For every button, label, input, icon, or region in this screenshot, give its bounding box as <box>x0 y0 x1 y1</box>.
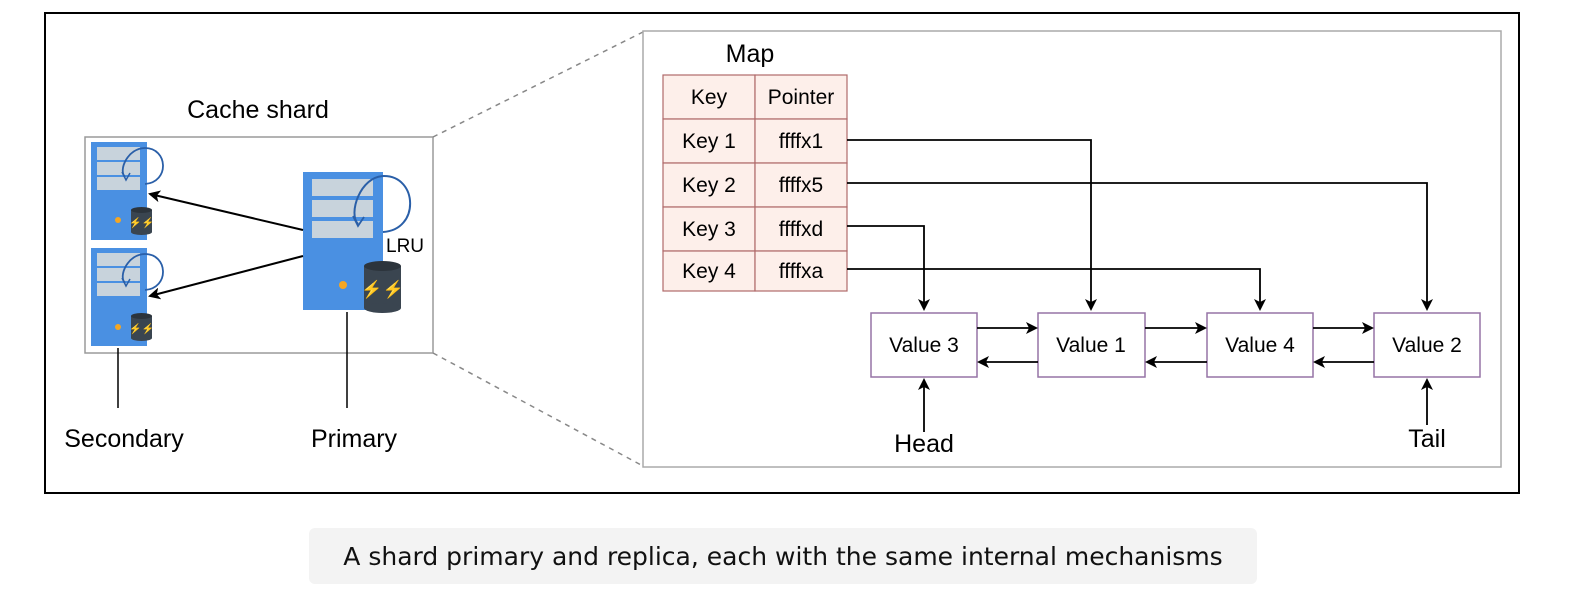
map-row-key: Key 1 <box>682 130 736 153</box>
database-icon: ⚡⚡ <box>129 207 154 235</box>
svg-text:⚡⚡: ⚡⚡ <box>361 279 403 300</box>
list-node-label: Value 4 <box>1225 334 1295 357</box>
map-row-pointer: ffffxd <box>779 218 823 241</box>
diagram-frame <box>44 12 1520 494</box>
lru-label: LRU <box>386 236 424 257</box>
map-row-pointer: ffffxa <box>779 260 824 283</box>
figure-caption: A shard primary and replica, each with t… <box>309 528 1257 584</box>
map-row-key: Key 4 <box>682 260 736 283</box>
map-row-pointer: ffffx1 <box>779 130 823 153</box>
map-title: Map <box>726 40 775 68</box>
pointer-connector-key4 <box>847 268 1266 311</box>
pointer-connector-key3 <box>847 225 930 311</box>
map-row-key: Key 2 <box>682 174 736 197</box>
list-node-box <box>1373 312 1481 378</box>
secondary-label: Secondary <box>64 425 184 453</box>
svg-text:⚡⚡: ⚡⚡ <box>129 322 154 335</box>
head-label: Head <box>894 430 954 458</box>
map-header-pointer: Pointer <box>768 86 835 109</box>
map-header-key: Key <box>691 86 728 109</box>
zoom-line-top <box>432 31 644 138</box>
list-node-box <box>1037 312 1146 378</box>
list-node-label: Value 2 <box>1392 334 1462 357</box>
svg-text:⚡⚡: ⚡⚡ <box>129 216 154 229</box>
map-row-key: Key 3 <box>682 218 736 241</box>
primary-label: Primary <box>311 425 398 453</box>
list-node-box <box>870 312 978 378</box>
primary-server: ⚡⚡ <box>303 172 412 313</box>
tail-label: Tail <box>1408 425 1446 453</box>
secondary-server-top: ⚡⚡ <box>91 142 164 240</box>
replication-arrow-top <box>148 190 304 231</box>
pointer-connector-key1 <box>847 139 1097 311</box>
map-table: Key Pointer Key 1 ffffx1 Key 2 ffffx5 Ke… <box>662 74 848 292</box>
list-node-label: Value 1 <box>1056 334 1126 357</box>
map-row-pointer: ffffx5 <box>779 174 823 197</box>
replication-arrow-bottom <box>148 255 304 300</box>
pointer-connector-key2 <box>847 182 1433 311</box>
cache-shard-title: Cache shard <box>187 96 329 124</box>
list-links <box>977 322 1374 368</box>
database-icon: ⚡⚡ <box>361 261 404 313</box>
database-icon: ⚡⚡ <box>129 313 154 341</box>
secondary-server-bottom: ⚡⚡ <box>91 248 164 346</box>
list-node-label: Value 3 <box>889 334 959 357</box>
list-node-box <box>1206 312 1314 378</box>
zoom-line-bottom <box>432 352 644 467</box>
